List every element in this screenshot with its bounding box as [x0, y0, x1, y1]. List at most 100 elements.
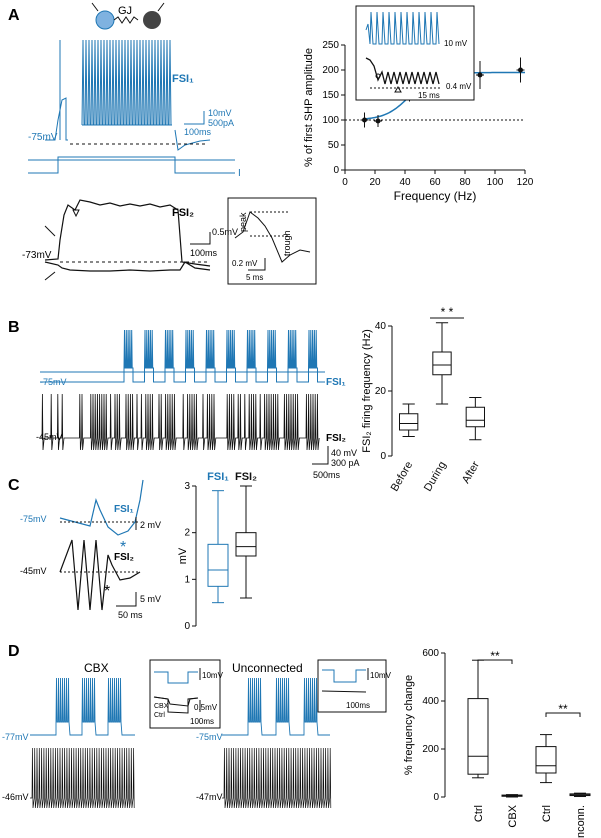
c-fsi2: FSI₂: [114, 552, 134, 563]
triangle-icon: [73, 210, 79, 216]
c-sb-ms: 50 ms: [118, 610, 143, 620]
gj-label: GJ: [118, 5, 132, 17]
b-sb-mv: 40 mV: [331, 448, 357, 458]
x-tick-label: 20: [369, 177, 381, 188]
inset2-ms: 15 ms: [418, 91, 440, 100]
x-tick-label: 40: [399, 177, 411, 188]
data-point: [478, 73, 483, 78]
panel-label-b: B: [8, 319, 20, 336]
panel-label-d: D: [8, 643, 20, 660]
sb-pa: 500pA: [208, 118, 234, 128]
d-in2-mv: 10mV: [370, 671, 392, 680]
fsi2-label: FSI₂: [172, 207, 194, 219]
sb2-mv: 0.5mV: [212, 227, 238, 237]
v75-label: -75mV: [28, 132, 58, 143]
y-axis-label: mV: [177, 547, 189, 564]
d-in-ms: 100ms: [190, 717, 214, 726]
category-label: After: [460, 459, 482, 485]
chart-b: 02040FSI₂ firing frequency (Hz)BeforeDur…: [361, 305, 485, 494]
sig-label: * *: [441, 305, 454, 319]
current-step: [40, 368, 325, 382]
box: [400, 414, 418, 430]
y-tick-label: 200: [422, 744, 439, 755]
fsi1-spikes-d: [222, 678, 330, 735]
category-label: During: [422, 460, 449, 494]
data-point: [376, 119, 381, 124]
box: [468, 699, 488, 775]
y-tick-label: 20: [375, 386, 387, 397]
c-star-2: *: [104, 583, 110, 600]
sig-label: **: [490, 649, 500, 663]
data-point: [362, 118, 367, 123]
y-tick-label: 250: [322, 40, 339, 51]
inset-ms: 5 ms: [246, 273, 263, 282]
b-sb-pa: 300 pA: [331, 458, 360, 468]
fsi2-trace-b: [40, 394, 319, 450]
chart-d: 0200400600% frequency changeCtrlCBXCtrlU…: [403, 648, 590, 838]
x-tick-label: 60: [429, 177, 441, 188]
sb-mv: 10mV: [208, 108, 232, 118]
category-label: FSI₁: [207, 471, 229, 483]
y-tick-label: 0: [333, 165, 339, 176]
y-tick-label: 200: [322, 65, 339, 76]
b-v45: -45mV: [36, 432, 63, 442]
d-v75: -75mV: [196, 732, 223, 742]
iinj-label: I: [238, 168, 241, 179]
d-in2-ms: 100ms: [346, 701, 370, 710]
y-tick-label: 0: [433, 792, 439, 803]
panel-label-c: C: [8, 477, 20, 494]
category-label: Before: [389, 460, 416, 494]
category-label: Ctrl: [541, 805, 553, 822]
d-cbx: CBX: [84, 661, 109, 675]
y-tick-label: 400: [422, 696, 439, 707]
b-sb-ms: 500ms: [313, 470, 341, 480]
b-fsi1: FSI₁: [326, 377, 346, 388]
x-tick-label: 0: [342, 177, 348, 188]
fsi1-spikes-d: [30, 678, 135, 735]
category-label: Ctrl: [473, 805, 485, 822]
fsi2-spikes-d: [30, 748, 134, 808]
fsi1-trace-b: [40, 330, 325, 382]
scale-bar-a: [184, 111, 204, 124]
y-tick-label: 3: [184, 481, 190, 492]
box: [466, 407, 484, 427]
v73-label: -73mV: [22, 250, 52, 261]
fsi1-spikes: [124, 330, 317, 368]
inset2-mv1: 10 mV: [444, 39, 468, 48]
y-tick-label: 150: [322, 90, 339, 101]
inset2-mv2: 0.4 mV: [446, 82, 472, 91]
d-v46: -46mV: [2, 792, 29, 802]
d-in-mv: 10mV: [202, 671, 224, 680]
category-label: Unconn.: [575, 805, 587, 838]
panel-label-a: A: [8, 7, 20, 24]
scale-bar-b: [312, 446, 328, 464]
fsi1-label: FSI₁: [172, 73, 194, 85]
box: [208, 544, 228, 586]
inset-peak-trough: [228, 198, 316, 284]
x-axis-label: Frequency (Hz): [394, 189, 477, 203]
y-tick-label: 100: [322, 115, 339, 126]
b-fsi2: FSI₂: [326, 433, 346, 444]
c-fsi1: FSI₁: [114, 504, 134, 515]
c-v45: -45mV: [20, 566, 47, 576]
inset-mv: 0.2 mV: [232, 259, 258, 268]
scale-bar-a2: [190, 232, 210, 244]
box: [433, 352, 451, 375]
sb2-ms: 100ms: [190, 248, 218, 258]
y-axis-label: % of first SHP amplitude: [303, 48, 315, 167]
x-tick-label: 120: [517, 177, 534, 188]
d-unconn: Unconnected: [232, 661, 303, 675]
d-in-ctrl: Ctrl: [154, 712, 165, 719]
y-axis-label: % frequency change: [403, 675, 415, 775]
y-axis-label: FSI₂ firing frequency (Hz): [361, 329, 373, 452]
d-in-cbx: CBX: [154, 703, 169, 710]
y-tick-label: 1: [184, 574, 190, 585]
d-in-mv2: 0.5mV: [194, 703, 218, 712]
data-point: [518, 68, 523, 73]
fsi2-spikes-d: [222, 748, 331, 808]
y-tick-label: 0: [184, 621, 190, 632]
sb-ms: 100ms: [184, 127, 212, 137]
chart-c: 0123mVFSI₁FSI₂: [177, 471, 257, 632]
y-tick-label: 50: [328, 140, 340, 151]
